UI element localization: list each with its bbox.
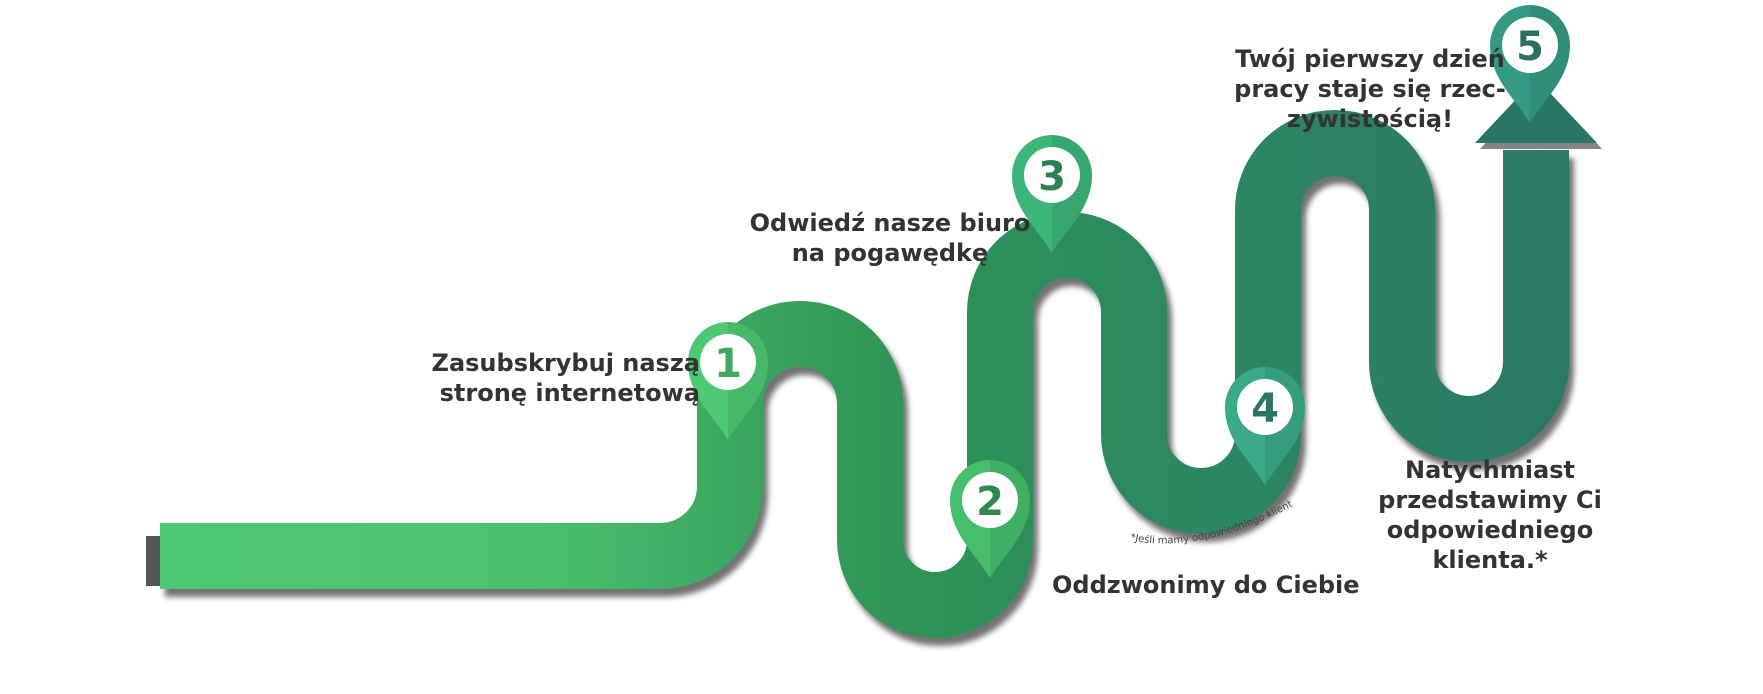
winding-road — [160, 110, 1569, 638]
step-4-line-2: przedstawimy Ci — [1378, 486, 1602, 514]
step-3-line-1: Odwiedź nasze biuro — [749, 209, 1031, 237]
step-3-line-2: na pogawędkę — [791, 239, 989, 267]
marker-1: 1 — [688, 322, 768, 440]
step-4-line-1: Natychmiast — [1405, 456, 1575, 484]
step-5-caption: Twój pierwszy dzień pracy staje się rzec… — [1210, 44, 1530, 134]
step-5-line-1: Twój pierwszy dzień — [1235, 45, 1505, 73]
step-1-caption: Zasubskrybuj naszą stronę internetową — [380, 348, 700, 408]
marker-4-number: 4 — [1251, 386, 1279, 432]
marker-4: 4 — [1225, 367, 1305, 485]
marker-3-number: 3 — [1038, 154, 1066, 200]
marker-5-number: 5 — [1516, 24, 1544, 70]
step-5-line-3: zywistością! — [1286, 105, 1454, 133]
step-2-line-1: Oddzwonimy do Ciebie — [1052, 571, 1360, 599]
step-4-line-3: odpowiedniego klienta.* — [1386, 516, 1594, 574]
step-4-caption: Natychmiast przedstawimy Ci odpowiednieg… — [1330, 455, 1650, 575]
marker-1-number: 1 — [714, 341, 742, 387]
step-1-line-2: stronę internetową — [439, 379, 700, 407]
step-2-caption: Oddzwonimy do Ciebie — [1052, 570, 1432, 600]
marker-2-number: 2 — [976, 479, 1004, 525]
road-start-cap — [146, 536, 162, 586]
step-5-line-2: pracy staje się rzec- — [1234, 75, 1506, 103]
marker-5: 5 — [1490, 5, 1570, 123]
step-1-line-1: Zasubskrybuj naszą — [431, 349, 700, 377]
marker-2: 2 — [950, 460, 1030, 578]
marker-3: 3 — [1012, 135, 1092, 253]
step-3-caption: Odwiedź nasze biuro na pogawędkę — [730, 208, 1050, 268]
